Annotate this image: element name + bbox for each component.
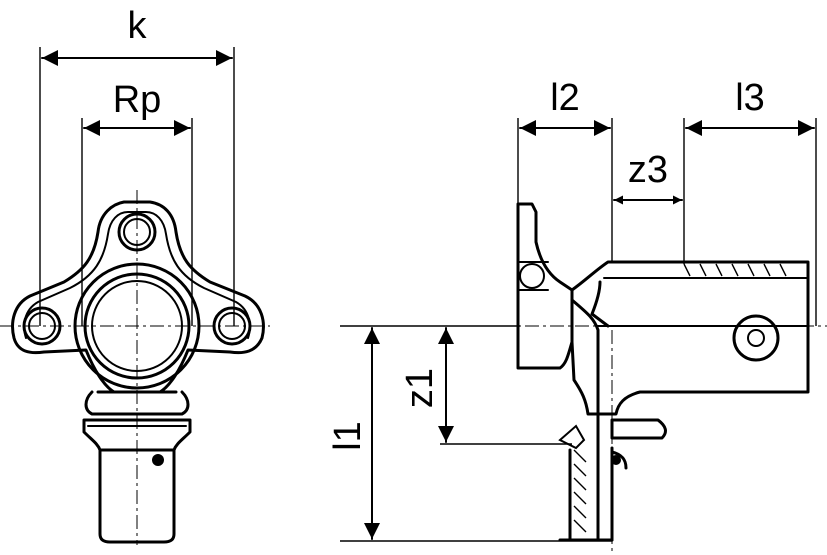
side-view: l1 z1 l2 z3 l3 [327, 77, 827, 555]
main-bore-inner [91, 280, 183, 372]
wall-flange-hole [517, 261, 549, 291]
rp-label: Rp [113, 79, 162, 121]
main-bore-outer [73, 262, 201, 390]
wall-flange [516, 202, 574, 370]
pipe-stub [98, 448, 176, 544]
outlet-screw-hole [747, 329, 765, 347]
side-press-ring [558, 424, 586, 450]
side-inspection-dot [611, 455, 621, 465]
left-mounting-hole-inner [28, 312, 56, 340]
wall-plate-outline [11, 200, 265, 394]
side-pipe-stub [568, 446, 628, 542]
z3-label: z3 [628, 149, 668, 191]
outlet-screw-boss [732, 314, 780, 362]
k-label: k [128, 5, 148, 47]
side-press-collar [610, 418, 667, 440]
right-mounting-hole [212, 306, 252, 346]
l1-label: l1 [327, 421, 369, 451]
wall-flange-hole-circle [519, 263, 545, 289]
top-mounting-hole [117, 212, 157, 252]
right-mounting-hole-inner [218, 312, 246, 340]
pipe-hatching [573, 449, 587, 533]
l2-label: l2 [550, 77, 580, 119]
main-bore-thread [83, 272, 191, 380]
front-view: k Rp [0, 5, 270, 545]
internal-thread [683, 263, 787, 277]
flow-channel [570, 280, 610, 542]
left-mounting-hole [22, 306, 62, 346]
top-mounting-hole-inner [123, 218, 151, 246]
z1-label: z1 [399, 368, 441, 408]
neck [84, 390, 190, 416]
l3-label: l3 [735, 77, 765, 119]
inspection-dot [152, 454, 164, 466]
elbow-body [570, 260, 810, 416]
